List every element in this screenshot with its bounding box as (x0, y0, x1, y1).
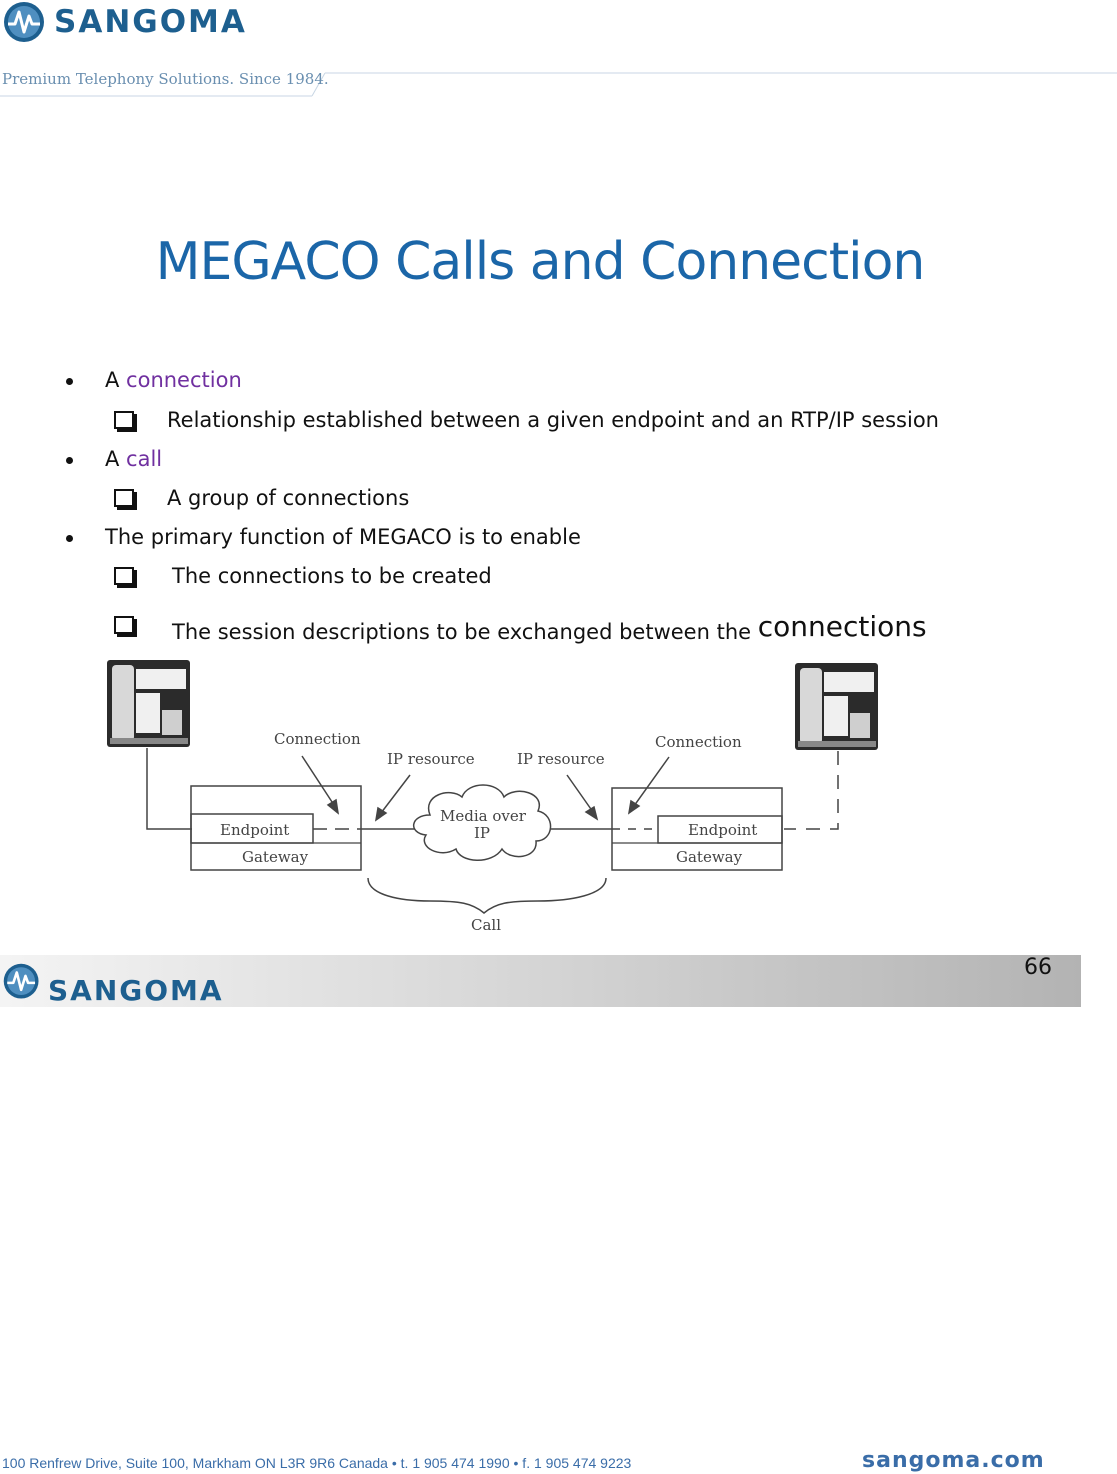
checkbox-bullet-icon (114, 489, 134, 507)
footer-address: 100 Renfrew Drive, Suite 100, Markham ON… (2, 1455, 632, 1471)
sangoma-logo-icon (3, 963, 39, 999)
checkbox-bullet-icon (114, 567, 134, 585)
bullet-dot (66, 378, 73, 385)
header-logo: SANGOMA (2, 0, 302, 46)
sub-bullet-connection-def: Relationship established between a given… (167, 408, 939, 432)
cloud-label-line1: Media over (440, 807, 527, 825)
slide-title: MEGACO Calls and Connection (155, 232, 926, 292)
right-gateway-label: Gateway (676, 848, 743, 866)
footer-website: sangoma.com (862, 1448, 1045, 1473)
bullet-prefix: A (105, 447, 127, 471)
left-endpoint-label: Endpoint (220, 821, 289, 839)
header-rule (0, 72, 1117, 97)
media-cloud-icon (413, 784, 552, 861)
megaco-call-diagram: Endpoint Gateway Endpoint Gateway Media … (107, 660, 878, 934)
right-ip-resource-label: IP resource (517, 750, 605, 768)
right-telephone-icon (795, 663, 878, 750)
sangoma-logo-icon (4, 2, 44, 42)
left-telephone-icon (107, 660, 190, 747)
page-number: 66 (1024, 955, 1052, 980)
sub-bullet-connections-created: The connections to be created (172, 564, 492, 588)
right-connection-label: Connection (655, 733, 742, 751)
footer-brand-wordmark: SANGOMA (48, 974, 224, 1007)
call-brace (367, 877, 607, 914)
left-connection-label: Connection (274, 730, 361, 748)
left-ip-resource-label: IP resource (387, 750, 475, 768)
cloud-label-line2: IP (474, 824, 490, 842)
term-connection: connection (126, 368, 242, 392)
right-endpoint-label: Endpoint (688, 821, 757, 839)
sub-bullet-session-desc: The session descriptions to be exchanged… (172, 610, 927, 644)
term-call: call (126, 447, 163, 471)
footer-band (0, 955, 1081, 1007)
bullet-primary-function: The primary function of MEGACO is to ena… (105, 525, 581, 549)
left-gateway-label: Gateway (242, 848, 309, 866)
call-label: Call (471, 916, 501, 934)
session-desc-text: The session descriptions to be exchanged… (172, 620, 758, 644)
checkbox-bullet-icon (114, 616, 134, 634)
bullet-call: A call (105, 447, 162, 471)
bullet-prefix: A (105, 368, 127, 392)
checkbox-bullet-icon (114, 411, 134, 429)
session-desc-tail: connections (757, 610, 927, 643)
header-brand-wordmark: SANGOMA (54, 4, 247, 40)
bullet-connection: A connection (105, 368, 242, 392)
bullet-dot (66, 457, 73, 464)
sub-bullet-call-def: A group of connections (167, 486, 410, 510)
footer-logo: SANGOMA (2, 962, 302, 1007)
header-tagline: Premium Telephony Solutions. Since 1984. (2, 70, 329, 88)
bullet-dot (66, 535, 73, 542)
